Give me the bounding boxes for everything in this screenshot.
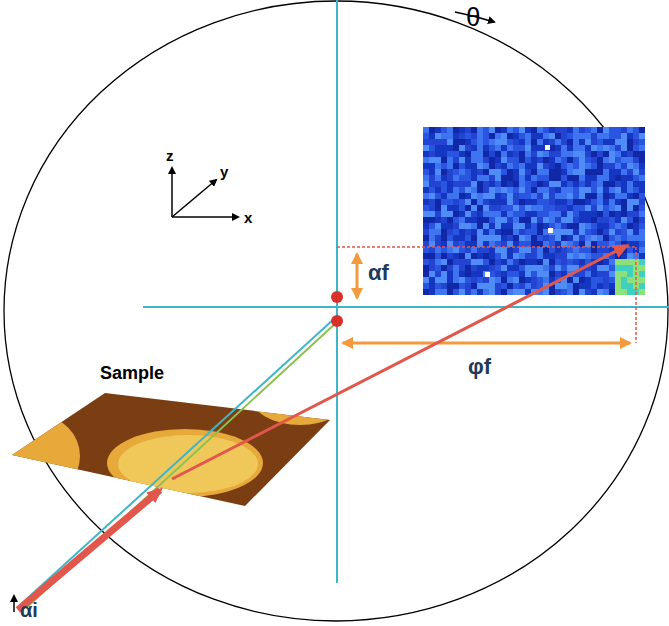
alpha-guide <box>337 246 636 248</box>
theta-label: θ <box>466 4 480 30</box>
beam-spot <box>331 291 343 303</box>
angle-label: φf <box>468 356 491 378</box>
horizontal-axis <box>143 306 669 308</box>
scattered-beam <box>172 246 626 479</box>
phi-f-arrow <box>343 342 630 345</box>
alpha-i-arrow <box>13 596 15 612</box>
sample-surface <box>0 365 350 506</box>
axis-label: z <box>166 148 174 163</box>
angle-label: αi <box>20 600 38 620</box>
alpha-f-arrow <box>356 254 359 298</box>
direct-beam <box>20 318 335 605</box>
angle-label: αf <box>368 262 389 284</box>
detector-image <box>423 127 645 295</box>
axis-label: y <box>220 164 228 179</box>
sample-label: Sample <box>100 364 164 382</box>
phi-guide <box>635 247 637 343</box>
incident-beam <box>18 490 160 610</box>
beam-spot <box>331 315 343 327</box>
axis-label: x <box>244 210 252 225</box>
theta-circle <box>4 1 668 621</box>
